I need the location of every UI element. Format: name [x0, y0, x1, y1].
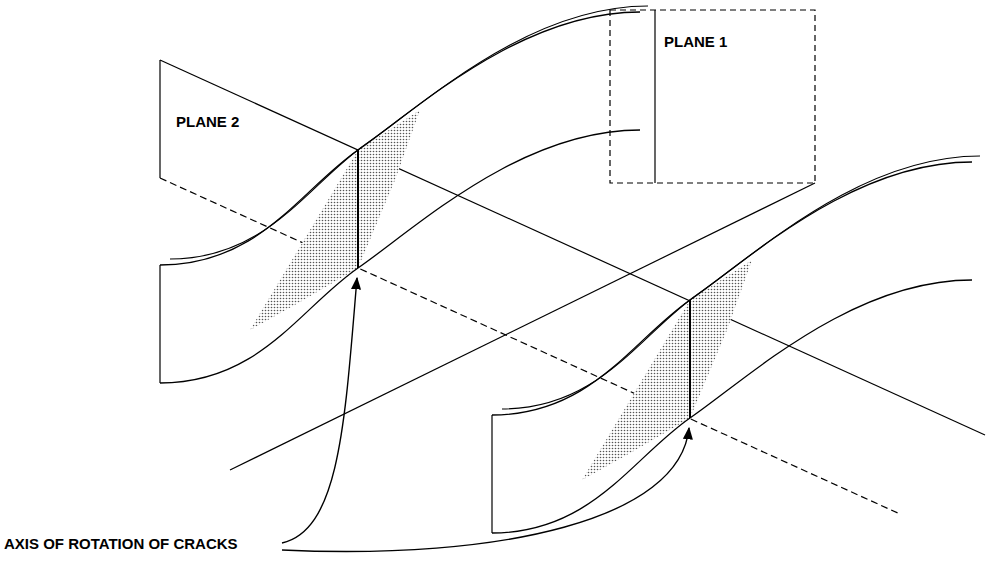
- plane-frame: [610, 10, 815, 183]
- axis-label: AXIS OF ROTATION OF CRACKS: [4, 536, 238, 553]
- plane-label: PLANE 1: [664, 34, 727, 51]
- leader-arrow: [282, 428, 689, 551]
- plane-edge: [160, 60, 985, 435]
- crack-surface: [160, 6, 648, 383]
- plane-edge: [159, 60, 160, 178]
- leader-arrow: [282, 278, 357, 543]
- crack-surface: [492, 156, 980, 533]
- plane-label: PLANE 2: [176, 114, 239, 131]
- plane-edge: [654, 10, 655, 183]
